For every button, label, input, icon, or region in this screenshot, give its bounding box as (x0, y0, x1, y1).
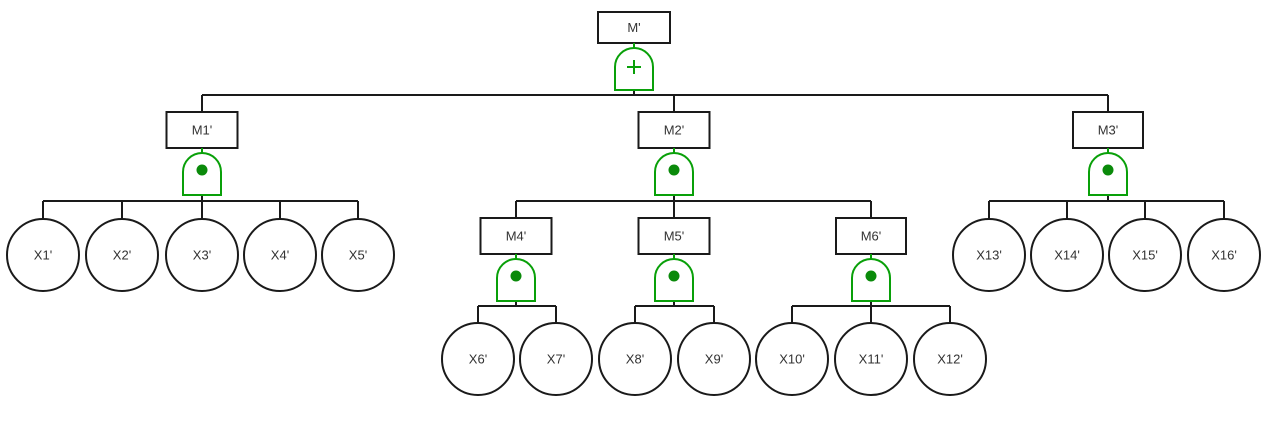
event-label: M5' (664, 229, 685, 244)
event-label: M1' (192, 123, 213, 138)
intermediate-event-m3[interactable]: M3' (1072, 111, 1144, 196)
and-dot-symbol (1102, 164, 1114, 176)
event-label: X14' (1054, 248, 1080, 263)
connector-m2-children (515, 195, 872, 218)
intermediate-event-m5[interactable]: M5' (637, 217, 711, 302)
event-circle-x10[interactable] (755, 322, 829, 396)
event-circle-x7[interactable] (519, 322, 593, 396)
basic-event-x1[interactable]: X1' (6, 218, 80, 292)
event-box-m[interactable] (597, 11, 671, 44)
event-circle-x15[interactable] (1108, 218, 1182, 292)
basic-event-x5[interactable]: X5' (321, 218, 395, 292)
event-label: X4' (271, 248, 289, 263)
event-label: X10' (779, 352, 805, 367)
and-gate-icon[interactable] (654, 254, 694, 302)
and-gate-icon[interactable] (1088, 148, 1128, 196)
event-label: X15' (1132, 248, 1158, 263)
and-dot-symbol (196, 164, 208, 176)
basic-event-x3[interactable]: X3' (165, 218, 239, 292)
event-label: X7' (547, 352, 565, 367)
event-circle-x16[interactable] (1187, 218, 1261, 292)
basic-event-x8[interactable]: X8' (598, 322, 672, 396)
basic-event-x6[interactable]: X6' (441, 322, 515, 396)
event-circle-x13[interactable] (952, 218, 1026, 292)
connector-m4-children (477, 301, 557, 323)
basic-event-x11[interactable]: X11' (834, 322, 908, 396)
and-dot-symbol (865, 270, 877, 282)
event-box-m5[interactable] (637, 217, 711, 255)
event-circle-x2[interactable] (85, 218, 159, 292)
basic-event-x15[interactable]: X15' (1108, 218, 1182, 292)
event-label: X12' (937, 352, 963, 367)
event-circle-x1[interactable] (6, 218, 80, 292)
basic-event-x16[interactable]: X16' (1187, 218, 1261, 292)
event-label: M4' (506, 229, 527, 244)
intermediate-event-m6[interactable]: M6' (835, 217, 907, 302)
event-label: X1' (34, 248, 52, 263)
event-label: X11' (859, 352, 884, 367)
basic-event-x9[interactable]: X9' (677, 322, 751, 396)
event-label: M6' (861, 229, 882, 244)
connector-m1-children (42, 195, 359, 219)
basic-event-x7[interactable]: X7' (519, 322, 593, 396)
event-label: X8' (626, 352, 644, 367)
intermediate-event-m2[interactable]: M2' (637, 111, 711, 196)
event-circle-x8[interactable] (598, 322, 672, 396)
event-label: X3' (193, 248, 211, 263)
event-circle-x11[interactable] (834, 322, 908, 396)
basic-event-x14[interactable]: X14' (1030, 218, 1104, 292)
event-label: X2' (113, 248, 131, 263)
and-gate-icon[interactable] (851, 254, 891, 302)
event-label: M2' (664, 123, 685, 138)
connector-m-children (201, 90, 1109, 112)
and-gate-icon[interactable] (182, 148, 222, 196)
basic-event-x12[interactable]: X12' (913, 322, 987, 396)
event-label: M' (627, 20, 640, 35)
and-gate-icon[interactable] (654, 148, 694, 196)
event-label: X5' (349, 248, 367, 263)
connector-m3-children (988, 195, 1225, 219)
event-label: X9' (705, 352, 723, 367)
and-dot-symbol (668, 270, 680, 282)
basic-event-x2[interactable]: X2' (85, 218, 159, 292)
event-box-m4[interactable] (479, 217, 553, 255)
event-label: X16' (1211, 248, 1237, 263)
event-circle-x5[interactable] (321, 218, 395, 292)
basic-event-x13[interactable]: X13' (952, 218, 1026, 292)
event-box-m3[interactable] (1072, 111, 1144, 149)
or-gate-icon[interactable] (614, 43, 654, 91)
event-circle-x3[interactable] (165, 218, 239, 292)
event-label: X13' (976, 248, 1002, 263)
event-box-m6[interactable] (835, 217, 907, 255)
basic-event-x4[interactable]: X4' (243, 218, 317, 292)
connector-m5-children (634, 301, 715, 323)
intermediate-event-m1[interactable]: M1' (165, 111, 239, 196)
event-circle-x6[interactable] (441, 322, 515, 396)
event-label: X6' (469, 352, 487, 367)
intermediate-event-m4[interactable]: M4' (479, 217, 553, 302)
basic-event-x10[interactable]: X10' (755, 322, 829, 396)
event-circle-x9[interactable] (677, 322, 751, 396)
event-circle-x14[interactable] (1030, 218, 1104, 292)
connector-m6-children (791, 301, 951, 323)
event-circle-x4[interactable] (243, 218, 317, 292)
event-circle-x12[interactable] (913, 322, 987, 396)
event-box-m1[interactable] (165, 111, 239, 149)
and-dot-symbol (668, 164, 680, 176)
intermediate-event-m[interactable]: M' (597, 11, 671, 91)
and-dot-symbol (510, 270, 522, 282)
event-label: M3' (1098, 123, 1119, 138)
and-gate-icon[interactable] (496, 254, 536, 302)
